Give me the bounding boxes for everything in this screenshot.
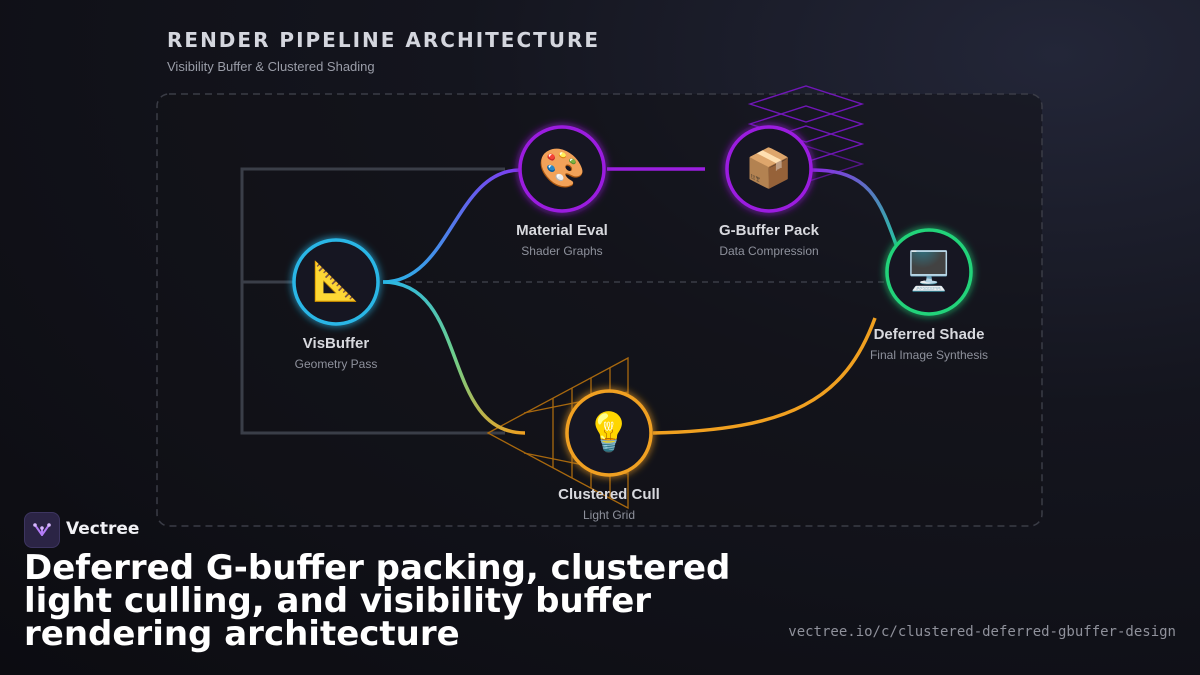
package-icon: 📦 — [745, 146, 793, 190]
node-gbuffer-pack — [725, 125, 813, 213]
edge-visbuffer-material — [382, 168, 521, 284]
footer-headline: Deferred G-buffer packing, clustered lig… — [24, 548, 731, 654]
brand-logo — [24, 512, 60, 548]
material-eval-subtitle: Shader Graphs — [521, 244, 603, 258]
footer-url[interactable]: vectree.io/c/clustered-deferred-gbuffer-… — [788, 624, 1176, 640]
deferred-shade-title: Deferred Shade — [873, 326, 985, 343]
palette-icon: 🎨 — [538, 146, 586, 190]
light-bulb-icon: 💡 — [585, 410, 633, 454]
node-visbuffer — [292, 238, 380, 326]
brand-name: Vectree — [66, 519, 140, 539]
node-deferred-shade — [885, 228, 973, 316]
bracket-structure — [240, 167, 505, 435]
clustered-cull-subtitle: Light Grid — [582, 508, 636, 522]
edge-visbuffer-clustered — [382, 280, 526, 435]
material-eval-title: Material Eval — [516, 222, 608, 239]
desktop-computer-icon: 🖥️ — [905, 249, 953, 293]
diagram-frame — [156, 93, 1043, 527]
gbuffer-pack-subtitle: Data Compression — [719, 244, 819, 258]
page-title: RENDER PIPELINE ARCHITECTURE — [167, 28, 601, 52]
visbuffer-subtitle: Geometry Pass — [294, 357, 378, 371]
edge-gbuffer-deferred — [811, 168, 900, 251]
vectree-logo-icon — [33, 523, 51, 536]
node-material-eval — [518, 125, 606, 213]
gbuffer-pack-title: G-Buffer Pack — [718, 222, 820, 239]
edge-clustered-deferred — [652, 317, 877, 435]
page-subtitle: Visibility Buffer & Clustered Shading — [167, 59, 375, 74]
deferred-shade-subtitle: Final Image Synthesis — [869, 348, 989, 362]
visbuffer-title: VisBuffer — [302, 335, 370, 352]
triangle-ruler-icon: 📐 — [312, 259, 360, 303]
node-clustered-cull — [565, 389, 653, 477]
clustered-cull-title: Clustered Cull — [558, 486, 660, 503]
